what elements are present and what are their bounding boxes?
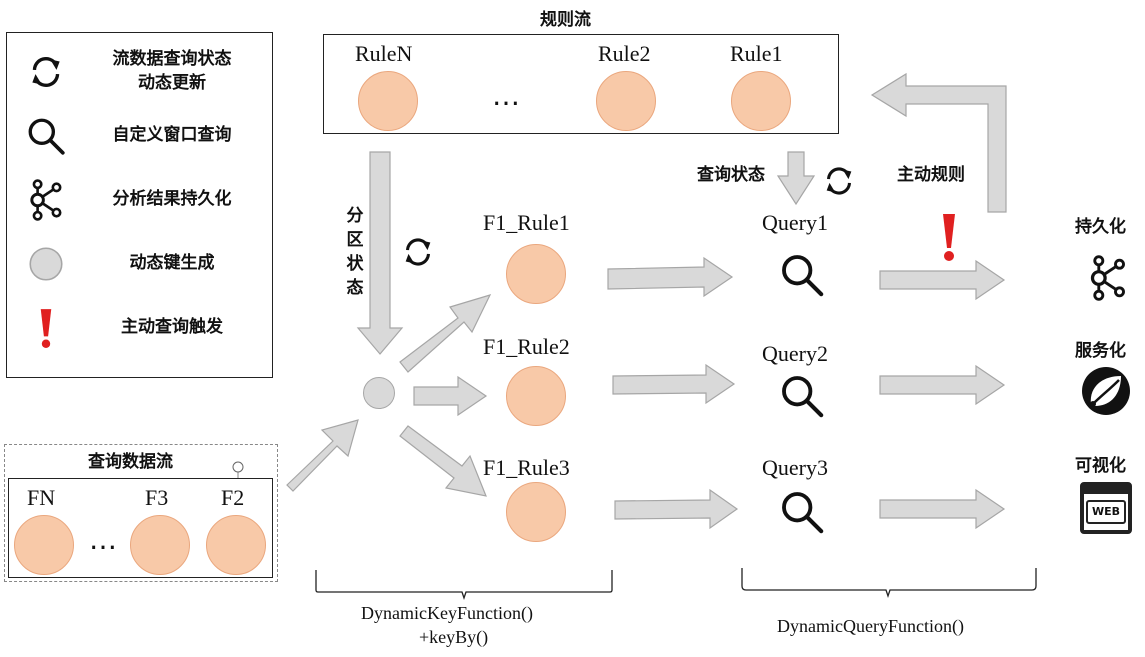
- query-label: Query2: [762, 341, 828, 366]
- bracket-right-label: DynamicQueryFunction(): [777, 616, 964, 636]
- arrow-query1-to-output: [879, 259, 1006, 301]
- rule-node: [358, 71, 418, 131]
- rule-label: Rule2: [598, 41, 651, 66]
- rule-node-label: F1_Rule3: [483, 455, 570, 480]
- legend-label: 动态键生成: [129, 253, 215, 273]
- field-node: [14, 515, 74, 575]
- partition-char: 分: [346, 206, 364, 226]
- partition-char: 区: [346, 230, 364, 250]
- arrow-rule3-to-query3: [614, 488, 739, 530]
- refresh-icon: [826, 167, 852, 195]
- arrow-query2-to-output: [879, 364, 1006, 406]
- output-label-persist: 持久化: [1075, 217, 1126, 237]
- rule-label: Rule1: [730, 41, 783, 66]
- query-label: Query1: [762, 210, 828, 235]
- legend-item-dynamic-key: 动态键生成: [7, 235, 277, 291]
- rule-node: [731, 71, 791, 131]
- arrow-key-to-rule1: [399, 294, 492, 373]
- web-icon-label: WEB: [1086, 500, 1126, 524]
- bracket-left-line2: +keyBy(): [419, 627, 489, 647]
- bracket-left-line1: DynamicKeyFunction(): [361, 603, 533, 623]
- field-label: F3: [145, 485, 169, 510]
- arrow-rule2-to-query2: [612, 363, 736, 405]
- arrow-rule1-to-query1: [607, 256, 734, 298]
- rule-node: [506, 482, 566, 542]
- query-state-label: 查询状态: [697, 165, 765, 185]
- legend-label: 流数据查询状态动态更新: [77, 43, 267, 99]
- rule-node: [596, 71, 656, 131]
- legend-label: 分析结果持久化: [112, 189, 232, 209]
- refresh-icon: [32, 57, 60, 87]
- partition-char: 态: [346, 278, 364, 298]
- graph-nodes-icon: [1090, 255, 1125, 301]
- query-label: Query3: [762, 455, 828, 480]
- graph-nodes-icon: [30, 179, 62, 221]
- active-rule-label: 主动规则: [897, 165, 965, 185]
- legend-item-persist: 分析结果持久化: [7, 171, 277, 227]
- bracket-right: [741, 568, 1037, 599]
- legend-item-active-query: 主动查询触发: [7, 299, 277, 355]
- query-stream-box: FN F3 F2 …: [8, 478, 273, 578]
- arrow-query-state-down: [776, 151, 816, 206]
- arrow-stream-to-key: [286, 419, 359, 492]
- legend-label: 自定义窗口查询: [112, 125, 232, 145]
- search-icon: [782, 255, 824, 297]
- legend-text-line2: 动态更新: [138, 73, 206, 93]
- arrow-query3-to-output: [879, 488, 1006, 530]
- refresh-icon: [405, 238, 431, 266]
- ellipsis: …: [89, 523, 117, 556]
- gray-circle-icon: [29, 247, 63, 281]
- partition-char: 状: [346, 254, 364, 274]
- exclamation-icon: [943, 214, 955, 261]
- ellipsis: …: [492, 79, 520, 112]
- spring-leaf-icon: [1082, 367, 1130, 415]
- legend-panel: 流数据查询状态动态更新 自定义窗口查询 分析结果持久化 动态键生成: [6, 32, 273, 378]
- web-icon-bar: [1084, 486, 1128, 494]
- legend-item-search: 自定义窗口查询: [7, 107, 277, 163]
- partition-state-label: 分 区 状 态: [344, 204, 366, 300]
- query-stream-outer: [4, 444, 278, 582]
- dynamic-key-node: [363, 377, 395, 409]
- search-icon: [782, 376, 824, 418]
- rule-node: [506, 366, 566, 426]
- arrow-key-to-rule2: [413, 375, 488, 417]
- arrow-rules-down: [356, 151, 404, 355]
- web-icon: WEB: [1080, 482, 1132, 534]
- arrow-active-rule-return: [870, 72, 1007, 213]
- field-label: F2: [221, 485, 245, 510]
- legend-label: 主动查询触发: [121, 317, 223, 337]
- rule-node: [506, 244, 566, 304]
- output-label-visual: 可视化: [1075, 456, 1126, 476]
- exclamation-icon: [40, 309, 52, 348]
- field-node: [130, 515, 190, 575]
- legend-text-line1: 流数据查询状态: [112, 49, 232, 69]
- rule-label: RuleN: [355, 41, 413, 66]
- arrow-key-to-rule3: [399, 425, 487, 497]
- output-label-service: 服务化: [1075, 341, 1126, 361]
- rule-node-label: F1_Rule2: [483, 334, 570, 359]
- field-label: FN: [27, 485, 56, 510]
- query-stream-title: 查询数据流: [88, 452, 173, 472]
- search-icon: [782, 492, 824, 534]
- bracket-left: [315, 570, 613, 601]
- rule-stream-box: RuleN Rule2 Rule1 …: [323, 34, 839, 134]
- legend-item-refresh: 流数据查询状态动态更新: [7, 43, 277, 99]
- rule-node-label: F1_Rule1: [483, 210, 570, 235]
- search-icon: [28, 118, 65, 155]
- field-node: [206, 515, 266, 575]
- rule-stream-title: 规则流: [540, 10, 591, 30]
